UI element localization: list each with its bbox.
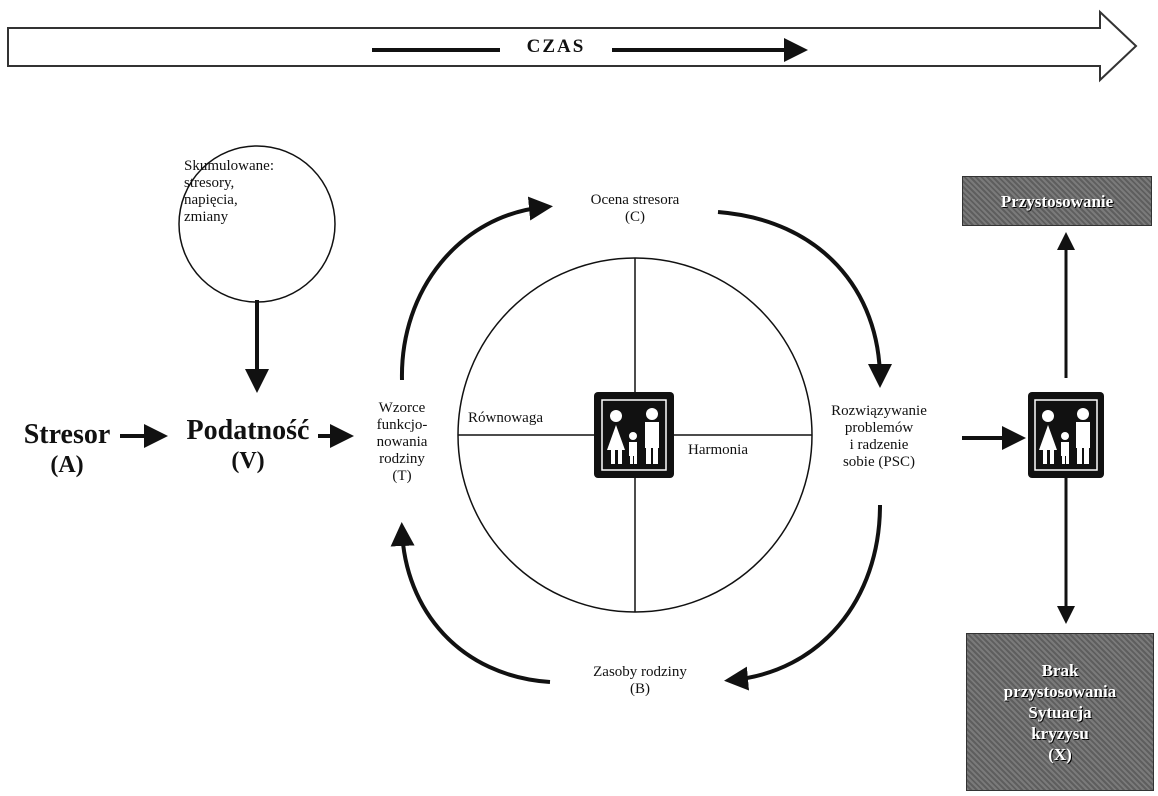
patterns-text: Wzorce funkcjo- nowania rodziny (T) xyxy=(352,400,452,485)
adaptation-box: Przystosowanie xyxy=(962,176,1152,226)
problem-solving-line: sobie (PSC) xyxy=(842,454,916,470)
time-label: CZAS xyxy=(526,36,586,57)
time-arrow xyxy=(7,9,1138,83)
pileup-line: napięcia, xyxy=(184,192,238,208)
family-icon-outcome xyxy=(1028,392,1104,478)
vulnerability-code: (V) xyxy=(231,448,265,474)
patterns-line: funkcjo- xyxy=(376,417,428,433)
cycle-arrow-bottom-right xyxy=(724,504,882,691)
cycle-arrow-top-left xyxy=(399,196,553,381)
stressor-label: Stresor (A) xyxy=(14,420,120,480)
maladaptation-box: Brak przystosowania Sytuacja kryzysu (X) xyxy=(966,633,1154,791)
maladaptation-line: (X) xyxy=(1048,744,1072,764)
cycle-arrow-bottom-left xyxy=(390,522,551,684)
vulnerability-label: Podatność (V) xyxy=(178,416,318,476)
resources-code: (B) xyxy=(630,681,650,697)
pileup-line: Skumulowane: xyxy=(184,158,274,174)
pileup-line: stresory, xyxy=(184,175,235,191)
patterns-line: (T) xyxy=(392,468,412,484)
pileup-line: zmiany xyxy=(184,209,229,225)
maladaptation-line: Brak xyxy=(1041,660,1079,680)
resources-title: Zasoby rodziny xyxy=(593,664,687,680)
maladaptation-line: przystosowania xyxy=(1003,681,1117,701)
harmony-label: Harmonia xyxy=(688,442,748,458)
appraisal-title: Ocena stresora xyxy=(590,192,680,208)
family-icon xyxy=(594,392,674,478)
adaptation-label: Przystosowanie xyxy=(1000,191,1114,211)
appraisal-label: Ocena stresora (C) xyxy=(550,192,720,226)
patterns-line: Wzorce xyxy=(378,400,426,416)
patterns-line: nowania xyxy=(376,434,428,450)
pileup-text: Skumulowane: stresory, napięcia, zmiany xyxy=(184,158,334,226)
resources-label: Zasoby rodziny (B) xyxy=(555,664,725,698)
problem-solving-text: Rozwiązywanie problemów i radzenie sobie… xyxy=(804,403,954,471)
stressor-code: (A) xyxy=(50,452,84,478)
problem-solving-line: i radzenie xyxy=(849,437,909,453)
problem-solving-line: problemów xyxy=(844,420,914,436)
appraisal-code: (C) xyxy=(625,209,645,225)
problem-solving-line: Rozwiązywanie xyxy=(831,403,927,419)
cycle-arrow-top-right xyxy=(717,210,892,388)
balance-label: Równowaga xyxy=(468,410,543,426)
patterns-line: rodziny xyxy=(379,451,425,467)
maladaptation-line: kryzysu xyxy=(1031,723,1089,743)
stressor-title: Stresor xyxy=(23,419,111,450)
maladaptation-line: Sytuacja xyxy=(1028,702,1092,722)
vulnerability-title: Podatność xyxy=(186,415,310,446)
